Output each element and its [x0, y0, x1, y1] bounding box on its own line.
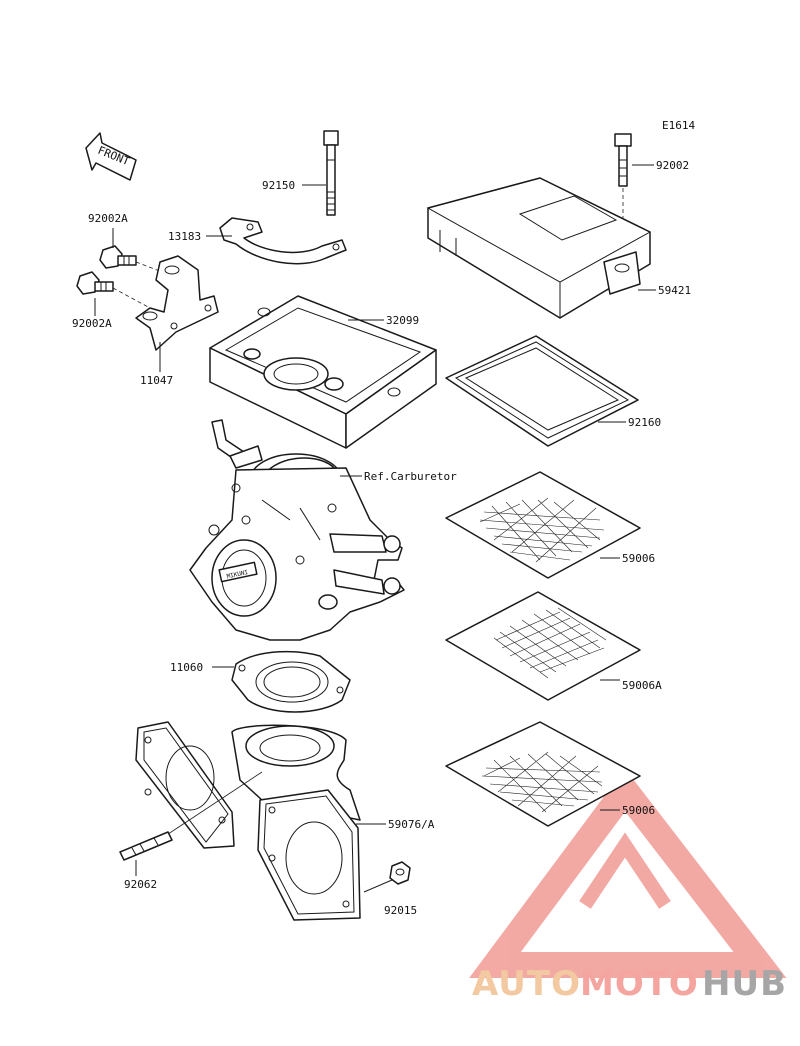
- label-92002: 92002: [656, 159, 689, 172]
- label-59076a: 59076/A: [388, 818, 435, 831]
- screen-59006-upper: [445, 471, 641, 579]
- label-59006-lower: 59006: [622, 804, 655, 817]
- label-ref-carburetor: Ref.Carburetor: [364, 470, 457, 483]
- diagram-id: E1614: [662, 119, 695, 132]
- label-59006a: 59006A: [622, 679, 662, 692]
- watermark-text: AUTO MOTO HUB: [472, 964, 787, 1004]
- label-11047: 11047: [140, 374, 173, 387]
- watermark-auto: AUTO: [472, 964, 581, 1004]
- carburetor-ref: MIKUNI: [189, 419, 405, 641]
- stud-92062: [119, 831, 173, 861]
- carburetor-badge: MIKUNI: [226, 569, 249, 580]
- label-59421: 59421: [658, 284, 691, 297]
- label-92062: 92062: [124, 878, 157, 891]
- screen-59006-lower: [445, 721, 641, 827]
- bolt-92002a-bottom: [76, 271, 114, 295]
- bolt-92150: [323, 130, 339, 216]
- watermark-hub: HUB: [702, 964, 787, 1004]
- case-32099: [209, 295, 437, 449]
- label-13183: 13183: [168, 230, 201, 243]
- manifold-59076a: [135, 721, 361, 921]
- label-92002a-bottom: 92002A: [72, 317, 112, 330]
- front-arrow-icon: FRONT: [85, 132, 137, 181]
- label-92002a-top: 92002A: [88, 212, 128, 225]
- seal-92160: [445, 335, 639, 447]
- bracket-11047: [135, 255, 219, 351]
- label-92160: 92160: [628, 416, 661, 429]
- gasket-11060: [231, 650, 351, 713]
- label-59006-upper: 59006: [622, 552, 655, 565]
- label-32099: 32099: [386, 314, 419, 327]
- bolt-92002: [614, 133, 632, 187]
- cover-59421: [426, 177, 652, 319]
- screen-59006a: [445, 591, 641, 701]
- label-11060: 11060: [170, 661, 203, 674]
- label-92150: 92150: [262, 179, 295, 192]
- watermark-moto: MOTO: [580, 964, 699, 1004]
- label-92015: 92015: [384, 904, 417, 917]
- strap-13183: [219, 217, 347, 265]
- nut-92015: [389, 861, 411, 885]
- bolt-92002a-top: [99, 245, 137, 269]
- watermark-logo: [469, 768, 787, 978]
